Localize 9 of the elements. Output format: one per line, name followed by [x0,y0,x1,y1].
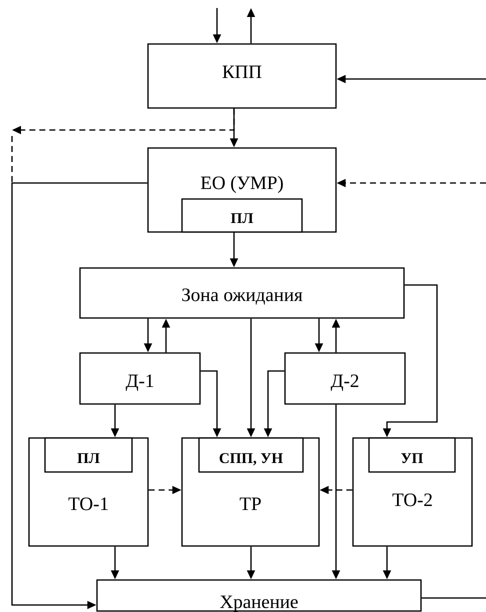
inner-box: ПЛ [44,437,133,473]
process-box: КПП [147,43,337,109]
inner-box: УП [368,437,456,473]
process-box: Хранение [96,579,422,612]
process-box: Д-1 [79,352,201,405]
inner-box: ПЛ [181,198,303,233]
process-box: Зона ожидания [79,267,405,319]
inner-box: СПП, УН [198,437,304,473]
process-box: Д-2 [284,352,406,405]
